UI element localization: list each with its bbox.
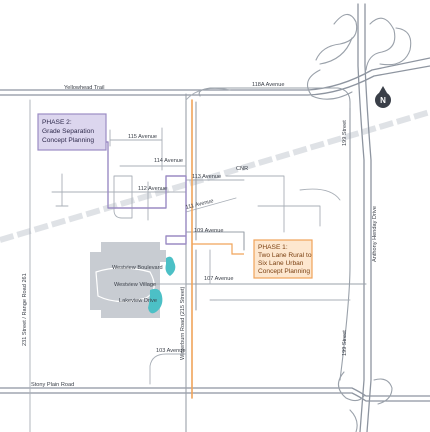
- 111-avenue-label: 111 Avenue: [185, 198, 214, 211]
- anthony-henday-drive-road: [357, 3, 365, 432]
- stony-plain-road: [0, 387, 430, 397]
- yellowhead-trail-label: Yellowhead Trail: [64, 85, 105, 91]
- 114-avenue-label: 114 Avenue: [154, 158, 183, 164]
- stony-plain-road-label: Stony Plain Road: [31, 382, 74, 388]
- phase1-title: PHASE 1:: [258, 244, 288, 251]
- cnr-rail-line: [0, 109, 430, 243]
- phase2-callout: PHASE 2: Grade Separation Concept Planni…: [37, 113, 107, 151]
- lakeview-drive-label: Lakeview Drive: [119, 298, 157, 304]
- phase2-corridor: [74, 141, 187, 245]
- 199-street-top-label: 199 Street: [342, 120, 348, 146]
- 109-avenue-road: [185, 231, 245, 251]
- lake: [148, 256, 176, 314]
- phase1-line4: Concept Planning: [258, 268, 310, 275]
- 109-avenue-label: 109 Avenue: [194, 228, 223, 234]
- phase1-callout: PHASE 1: Two Lane Rural to Six Lane Urba…: [253, 239, 313, 279]
- phase2-title: PHASE 2:: [42, 119, 72, 126]
- 199-street-road: [339, 107, 351, 381]
- 113-avenue-label: 113 Avenue: [192, 174, 221, 180]
- westview-boulevard-label: Westview Boulevard: [112, 265, 163, 271]
- 118a-avenue-label: 118A Avenue: [252, 82, 284, 88]
- north-label: N: [380, 96, 386, 105]
- anthony-henday-label: Anthony Henday Drive: [372, 206, 378, 262]
- cnr-label: CNR: [236, 166, 248, 172]
- yellowhead-trail-road: [0, 57, 430, 91]
- phase2-line3: Concept Planning: [42, 137, 94, 144]
- 115-avenue-label: 115 Avenue: [128, 134, 157, 140]
- 103-avenue-road: [149, 353, 187, 385]
- 112-avenue-label: 112 Avenue: [138, 186, 167, 192]
- phase1-line3: Six Lane Urban: [258, 260, 304, 267]
- north-arrow: N: [375, 86, 391, 108]
- 111-avenue-road: [185, 197, 237, 213]
- 107-avenue-label: 107 Avenue: [204, 276, 233, 282]
- north-arrow-icon: [379, 86, 387, 93]
- westview-village-label: Westview Village: [114, 282, 156, 288]
- 199-street-bottom-label: 199 Street: [342, 330, 348, 356]
- phase2-line2: Grade Separation: [42, 128, 94, 135]
- phase1-line2: Two Lane Rural to: [258, 252, 312, 259]
- south-interchange: [337, 371, 393, 432]
- 231-street-label: 231 Street / Range Road 261: [22, 273, 28, 346]
- winterburn-road-label: Winterburn Road (215 Street): [180, 286, 186, 360]
- north-interchange: [306, 13, 412, 100]
- 103-avenue-label: 103 Avenue: [156, 348, 185, 354]
